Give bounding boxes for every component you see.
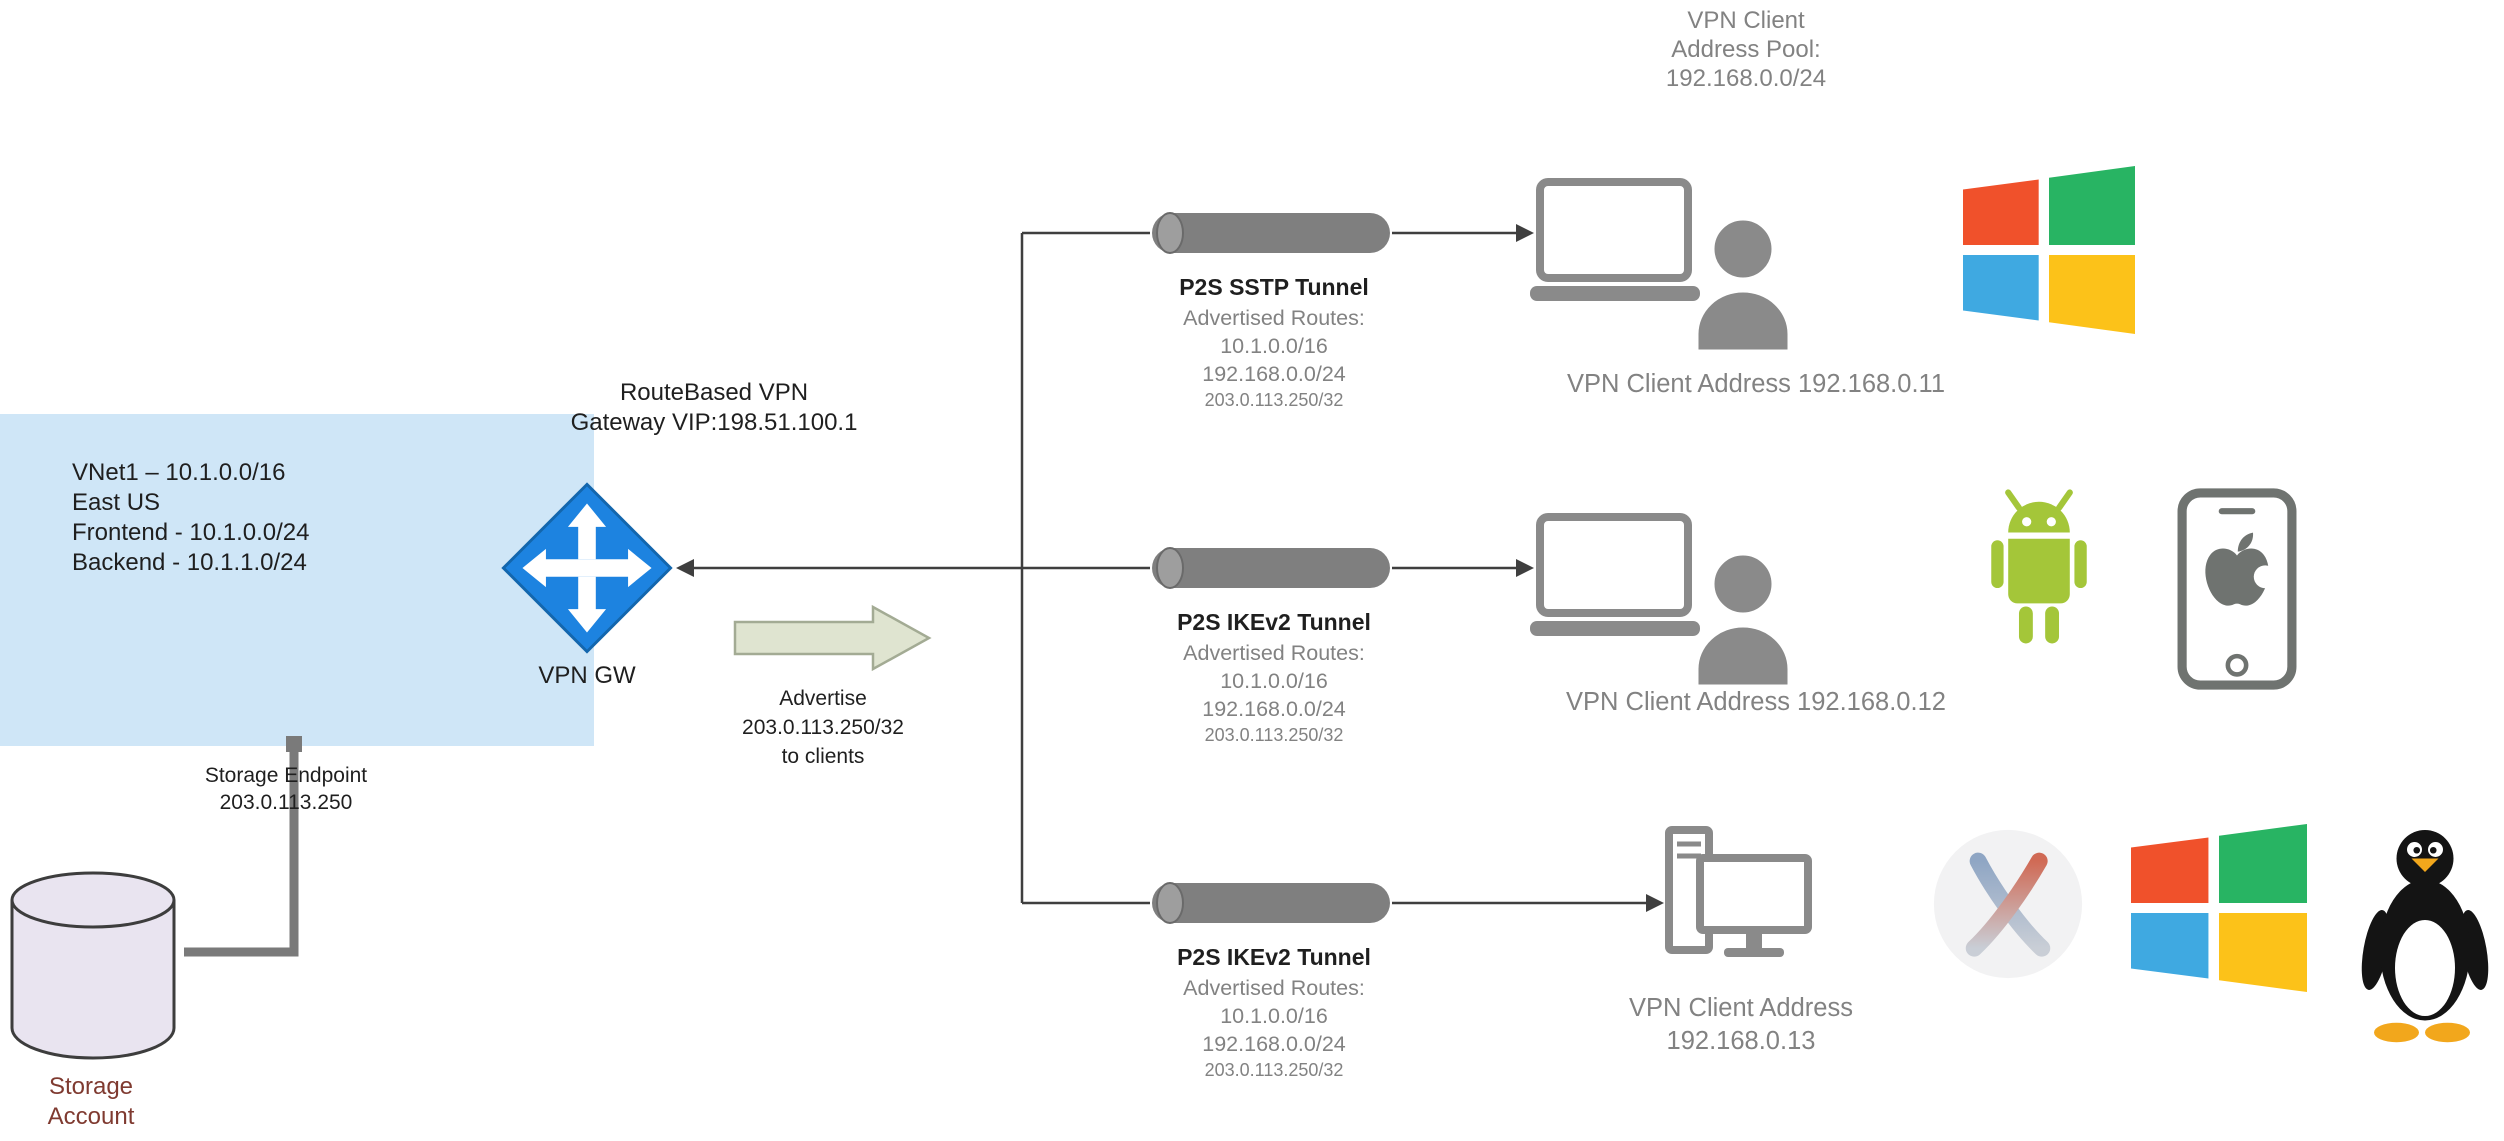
tunnel-title: P2S IKEv2 Tunnel bbox=[1177, 609, 1371, 635]
tunnel-route: 10.1.0.0/16 bbox=[1220, 1004, 1328, 1028]
tunnel-route: 203.0.113.250/32 bbox=[1204, 725, 1344, 745]
linux-tux-icon bbox=[2361, 830, 2489, 1043]
laptop-user-icon bbox=[1530, 176, 1810, 354]
macos-logo-icon bbox=[1933, 829, 2083, 979]
vnet-label: VNet1 – 10.1.0.0/16 East US Frontend - 1… bbox=[72, 459, 310, 576]
advertise-arrow-icon bbox=[733, 604, 932, 672]
tunnel-route: 10.1.0.0/16 bbox=[1220, 669, 1328, 693]
tunnel-title: P2S SSTP Tunnel bbox=[1179, 274, 1369, 300]
windows-logo-icon bbox=[2131, 824, 2307, 992]
storage-account-icon bbox=[10, 871, 176, 1060]
tunnel-pipes bbox=[1152, 212, 1390, 924]
storage-connector bbox=[184, 736, 302, 957]
storage-endpoint-label: Storage Endpoint 203.0.113.250 bbox=[204, 764, 368, 814]
tunnel-2-label: P2S IKEv2 Tunnel Advertised Routes: 10.1… bbox=[1094, 607, 1454, 748]
tunnel-pipe bbox=[1152, 882, 1390, 924]
vnet-box bbox=[0, 414, 594, 746]
tunnel-1-label: P2S SSTP Tunnel Advertised Routes: 10.1.… bbox=[1094, 272, 1454, 413]
tunnel-route: 203.0.113.250/32 bbox=[1204, 390, 1344, 410]
desktop-pc-icon bbox=[1665, 826, 1812, 957]
gateway-name-label: VPN GW bbox=[538, 662, 636, 689]
advertise-label: Advertise 203.0.113.250/32 to clients bbox=[742, 687, 904, 768]
laptop-user-icon bbox=[1530, 511, 1810, 689]
tunnel-routes-heading: Advertised Routes: bbox=[1183, 306, 1365, 330]
tunnel-route: 10.1.0.0/16 bbox=[1220, 334, 1328, 358]
tunnel-route: 203.0.113.250/32 bbox=[1204, 1060, 1344, 1080]
storage-account-label: Storage Account bbox=[47, 1073, 135, 1130]
vpn-client-pool-label: VPN Client Address Pool: 192.168.0.0/24 bbox=[1665, 7, 1827, 92]
tunnel-pipe bbox=[1152, 547, 1390, 589]
vpn-client-address-3: VPN Client Address 192.168.0.13 bbox=[1629, 994, 1853, 1055]
branch-lines bbox=[690, 231, 1648, 905]
windows-logo-icon bbox=[1963, 166, 2135, 334]
vpn-client-address-2: VPN Client Address 192.168.0.12 bbox=[1566, 688, 1946, 716]
tunnel-pipe bbox=[1152, 212, 1390, 254]
android-logo-icon bbox=[1991, 489, 2087, 644]
tunnel-route: 192.168.0.0/24 bbox=[1202, 1032, 1346, 1056]
gateway-caption: RouteBased VPN Gateway VIP:198.51.100.1 bbox=[570, 379, 858, 436]
tunnel-routes-heading: Advertised Routes: bbox=[1183, 976, 1365, 1000]
tunnel-title: P2S IKEv2 Tunnel bbox=[1177, 944, 1371, 970]
tunnel-3-label: P2S IKEv2 Tunnel Advertised Routes: 10.1… bbox=[1094, 942, 1454, 1083]
tunnel-route: 192.168.0.0/24 bbox=[1202, 362, 1346, 386]
vpn-gateway-icon bbox=[501, 482, 673, 654]
apple-logo-icon bbox=[2205, 532, 2277, 606]
vpn-client-address-1: VPN Client Address 192.168.0.11 bbox=[1566, 370, 1946, 398]
arrowheads bbox=[676, 224, 1664, 912]
tunnel-route: 192.168.0.0/24 bbox=[1202, 697, 1346, 721]
tunnel-routes-heading: Advertised Routes: bbox=[1183, 641, 1365, 665]
iphone-icon bbox=[2177, 488, 2297, 690]
